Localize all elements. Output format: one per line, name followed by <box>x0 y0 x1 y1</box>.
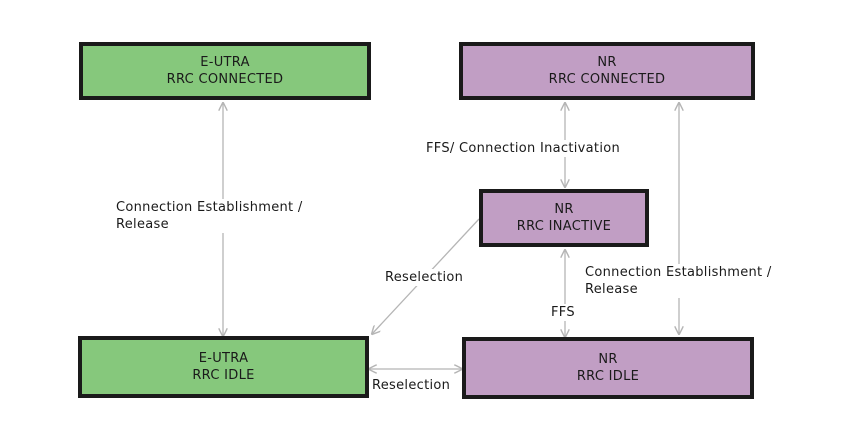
eutra-rrc-connected-state: E-UTRA RRC CONNECTED <box>79 42 371 100</box>
edge-label-text: FFS/ Connection Inactivation <box>426 141 621 156</box>
nr-rrc-idle-state: NR RRC IDLE <box>462 337 754 399</box>
edge-label-eutra-idle-nr-idle: Reselection <box>372 377 451 394</box>
edge-label-text: FFS <box>551 305 575 320</box>
eutra-rrc-idle-state: E-UTRA RRC IDLE <box>78 336 369 398</box>
node-line1: NR <box>598 352 618 367</box>
edge-label-nr-conn-inactive: FFS/ Connection Inactivation <box>426 140 621 157</box>
edge-label-line2: Release <box>585 282 638 297</box>
edge-label-line2: Release <box>116 217 169 232</box>
node-line2: RRC IDLE <box>576 369 640 384</box>
edge-label-text: Reselection <box>372 378 451 393</box>
node-line1: E-UTRA <box>198 351 249 366</box>
edge-label-eutra-conn-idle: Connection Establishment / Release <box>116 199 303 233</box>
node-line1: NR <box>554 202 574 217</box>
edge-label-line1: Connection Establishment / <box>585 265 772 280</box>
edge-label-line1: Connection Establishment / <box>116 200 303 215</box>
node-line1: E-UTRA <box>200 55 250 70</box>
edge-label-nr-inactive-idle: FFS <box>551 304 575 321</box>
node-line2: RRC IDLE <box>192 368 255 383</box>
node-line2: RRC CONNECTED <box>548 72 666 87</box>
node-line2: RRC INACTIVE <box>516 219 612 234</box>
edge-label-text: Reselection <box>385 270 464 285</box>
nr-rrc-inactive-state: NR RRC INACTIVE <box>479 189 649 247</box>
edge-label-nr-conn-idle: Connection Establishment / Release <box>585 264 772 298</box>
edge-label-nr-inactive-eutra-idle: Reselection <box>385 269 464 286</box>
node-line2: RRC CONNECTED <box>166 72 284 87</box>
nr-rrc-connected-state: NR RRC CONNECTED <box>459 42 755 100</box>
node-line1: NR <box>597 55 617 70</box>
